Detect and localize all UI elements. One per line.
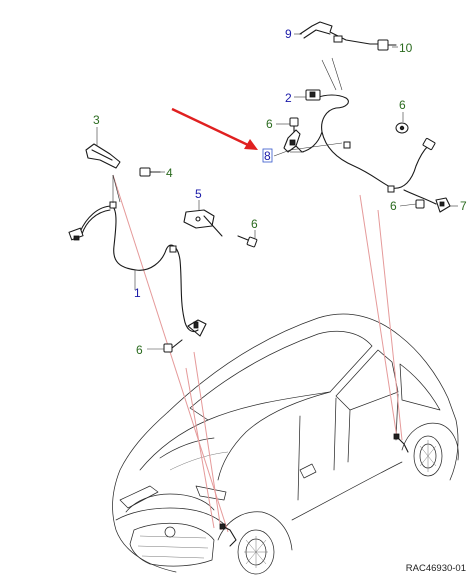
callout-7: 7 [460,199,467,213]
clip-7 [435,197,451,213]
callout-6-front-lower: 6 [136,343,143,357]
bolt-6-front-lower [163,339,183,353]
callout-3: 3 [93,113,100,127]
front-harness-bracket [85,143,121,169]
callout-6-rear-lower: 6 [390,199,397,213]
callout-8: 8 [264,149,271,163]
callout-labels: 1 2 3 4 5 6 6 6 6 6 7 8 9 10 [93,27,467,357]
callout-1: 1 [134,286,141,300]
bolt-6-front-upper [237,235,258,248]
callout-6-rear-upper-right: 6 [399,98,406,112]
rear-harness-clip [299,21,379,45]
front-sensor-on-vehicle [219,523,237,547]
front-sensor-harness [68,201,207,337]
callout-2: 2 [285,91,292,105]
callout-5: 5 [195,187,202,201]
rear-sensor-on-vehicle [393,433,409,453]
indicator-arrow [171,107,258,150]
callout-9: 9 [285,27,292,41]
callout-6-front-upper: 6 [251,217,258,231]
leader-lines [96,33,458,350]
front-sensor-bracket [183,209,223,237]
bolt-6-rear-lower [415,199,425,209]
rear-sensor-harness [301,89,437,205]
bolt-10 [377,39,397,51]
vehicle-outline [112,313,459,575]
bolt-6-rear-upper-right [395,122,409,134]
diagram-reference-code: RAC46930-01 [406,563,466,574]
callout-10: 10 [399,41,413,55]
projection-lines [112,174,403,533]
bolt-6-rear-sensor [289,117,299,133]
callout-4: 4 [166,166,173,180]
callout-6-rear-sensor: 6 [266,117,273,131]
callout-8-highlight-box [262,148,273,163]
